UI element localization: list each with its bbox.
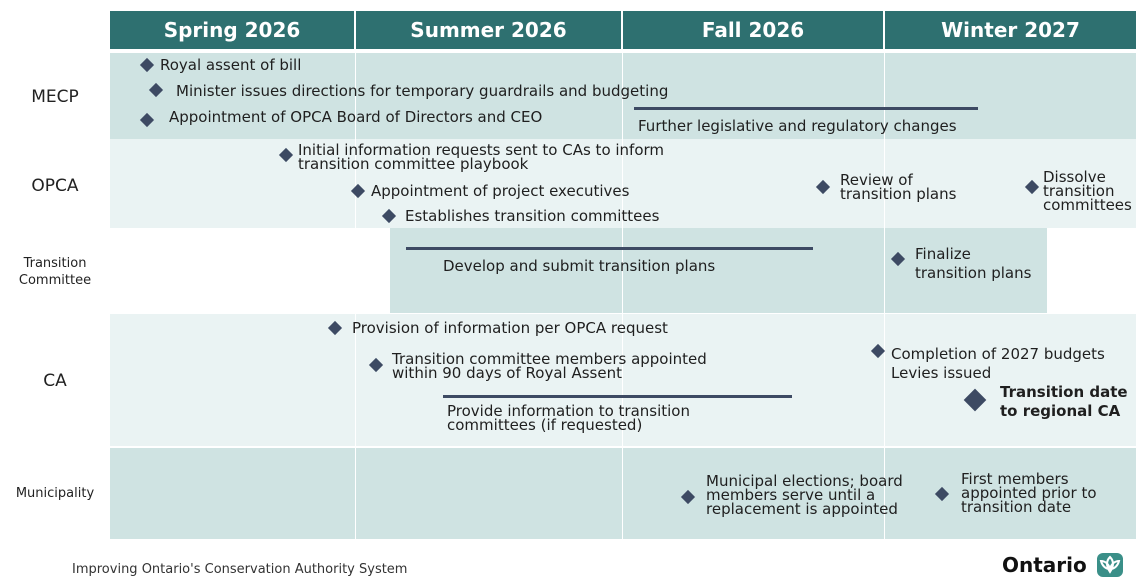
divider-summer [355,53,356,539]
milestone-transition-date: Transition date to regional CA [1000,383,1128,420]
provide-info-bar [443,395,792,398]
milestone-elections: Municipal elections; board members serve… [706,472,903,518]
mecp-band [110,53,1136,139]
milestone-members-appointed: Transition committee members appointed w… [392,350,707,382]
milestone-board-appointment: Appointment of OPCA Board of Directors a… [169,108,543,126]
ca-band [110,314,1136,446]
milestone-finalize-plans: Finalize transition plans [915,245,1032,282]
milestone-minister-directions: Minister issues directions for temporary… [176,82,669,100]
legislative-changes-label: Further legislative and regulatory chang… [638,117,957,135]
row-label-municipality: Municipality [15,486,95,501]
provide-info-label: Provide information to transition commit… [447,402,690,434]
ontario-logo-text: Ontario [1002,553,1087,577]
milestone-review-plans: Review of transition plans [840,171,957,203]
transition-committee-band [390,228,1047,313]
develop-plans-bar [406,247,813,250]
season-header-spring: Spring 2026 [110,11,354,49]
develop-plans-label: Develop and submit transition plans [443,257,716,275]
divider-winter [884,53,885,539]
milestone-info-requests: Initial information requests sent to CAs… [298,141,665,173]
milestone-establish-committees: Establishes transition committees [405,207,660,225]
milestone-project-execs: Appointment of project executives [371,182,630,200]
divider-fall [622,53,623,539]
season-header-fall: Fall 2026 [623,11,883,49]
milestone-royal-assent: Royal assent of bill [160,56,302,74]
row-label-mecp: MECP [31,87,79,107]
milestone-dissolve-committees: Dissolve transition committees [1043,168,1132,214]
milestone-first-members: First members appointed prior to transit… [961,470,1097,516]
footer-caption: Improving Ontario's Conservation Authori… [72,562,408,577]
season-header-winter: Winter 2027 [885,11,1136,49]
milestone-provision-info: Provision of information per OPCA reques… [352,319,668,337]
ontario-trillium-icon [1097,553,1123,577]
row-label-opca: OPCA [31,176,79,196]
milestone-budgets: Completion of 2027 budgets Levies issued [891,345,1105,382]
row-label-ca: CA [43,371,67,391]
legislative-changes-bar [634,107,978,110]
season-header-summer: Summer 2026 [356,11,621,49]
municipality-band [110,448,1136,539]
row-label-transition-committee: Transition Committee [18,256,92,288]
